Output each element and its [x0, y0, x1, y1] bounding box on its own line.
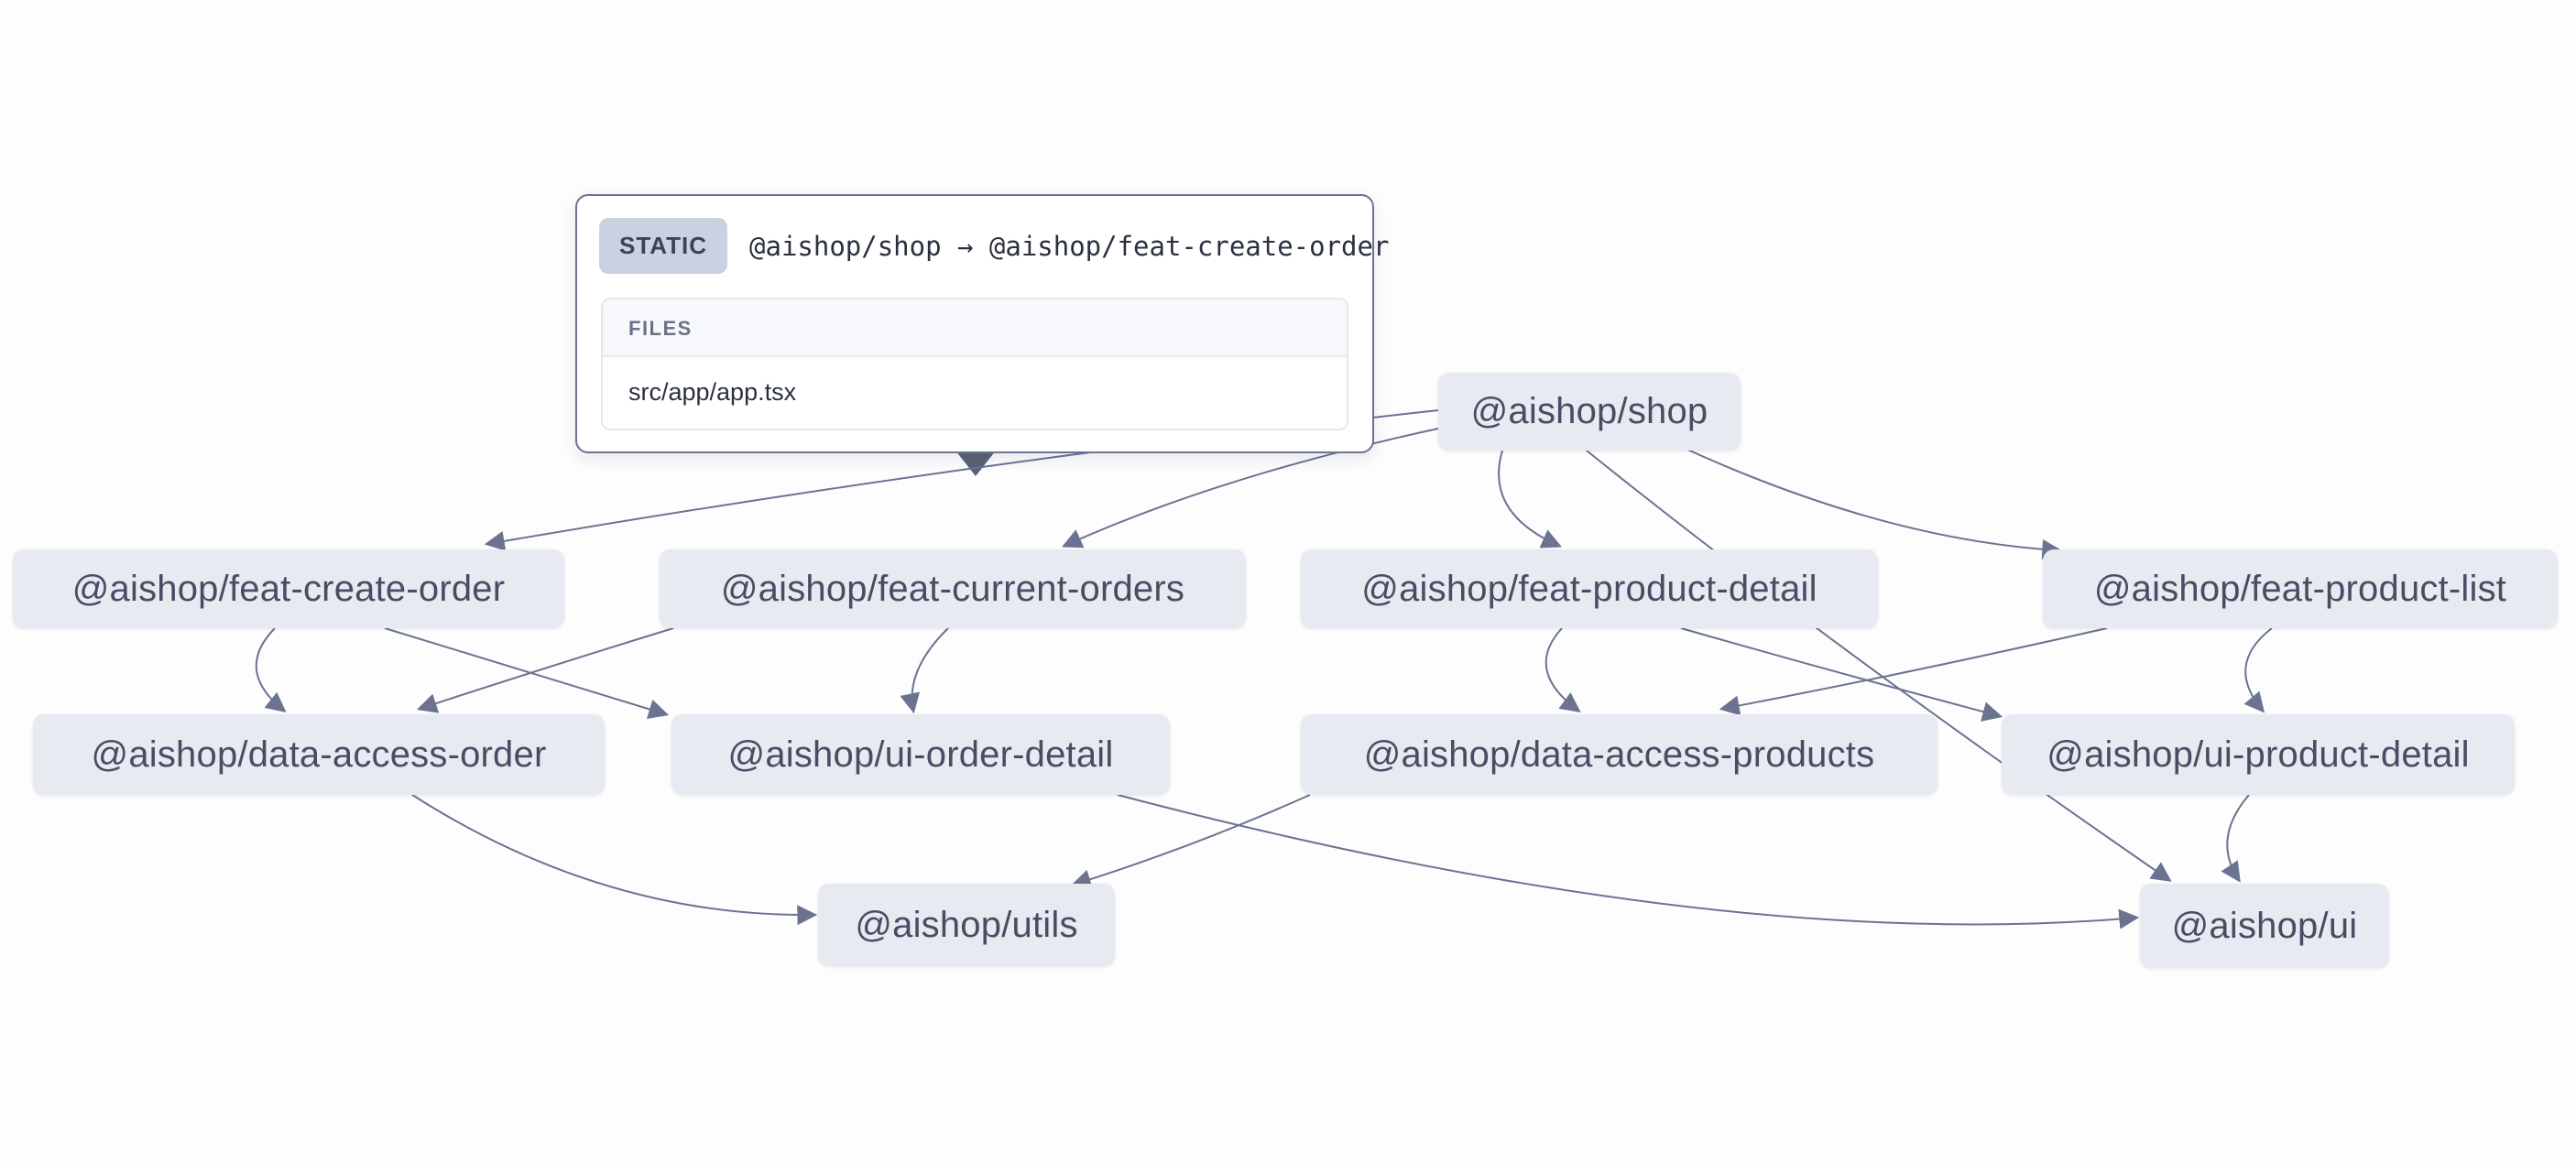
- edge-feat-product-detail-to-data-access-products[interactable]: [1545, 627, 1581, 712]
- edge-ui-order-detail-to-ui[interactable]: [1117, 794, 2140, 929]
- files-list: src/app/app.tsx: [603, 357, 1347, 429]
- edge-tooltip: STATIC @aishop/shop → @aishop/feat-creat…: [575, 194, 1389, 453]
- edge-label-text: @aishop/shop → @aishop/feat-create-order: [749, 230, 1390, 262]
- files-panel-header: FILES: [603, 299, 1347, 357]
- graph-node-ui-order-detail[interactable]: @aishop/ui-order-detail: [671, 714, 1170, 795]
- graph-node-ui-product-detail[interactable]: @aishop/ui-product-detail: [2002, 714, 2515, 795]
- edge-shop-to-feat-product-list[interactable]: [1685, 448, 2063, 560]
- graph-node-ui[interactable]: @aishop/ui: [2140, 884, 2389, 968]
- edge-feat-product-detail-to-ui-product-detail[interactable]: [1680, 627, 2003, 722]
- edge-data-access-order-to-utils[interactable]: [411, 794, 818, 926]
- edge-feat-create-order-to-ui-order-detail[interactable]: [384, 627, 670, 719]
- edge-feat-current-orders-to-data-access-order[interactable]: [416, 627, 674, 713]
- graph-node-data-access-products[interactable]: @aishop/data-access-products: [1301, 714, 1937, 795]
- graph-node-utils[interactable]: @aishop/utils: [818, 884, 1115, 966]
- file-row: src/app/app.tsx: [603, 357, 1347, 429]
- edge-feat-create-order-to-data-access-order[interactable]: [255, 627, 287, 713]
- edge-ui-product-detail-to-ui[interactable]: [2221, 794, 2250, 883]
- edge-shop-to-ui[interactable]: [1586, 450, 2172, 882]
- tooltip-header: STATIC @aishop/shop → @aishop/feat-creat…: [577, 196, 1389, 274]
- edge-type-badge: STATIC: [599, 218, 728, 274]
- graph-node-feat-product-list[interactable]: @aishop/feat-product-list: [2043, 549, 2558, 628]
- graph-node-shop[interactable]: @aishop/shop: [1438, 373, 1741, 451]
- edge-data-access-products-to-utils[interactable]: [1070, 794, 1311, 889]
- edge-shop-to-feat-product-detail[interactable]: [1498, 450, 1563, 549]
- graph-node-feat-current-orders[interactable]: @aishop/feat-current-orders: [660, 549, 1246, 628]
- edge-shop-to-feat-current-orders[interactable]: [1061, 428, 1439, 549]
- graph-node-data-access-order[interactable]: @aishop/data-access-order: [33, 714, 605, 795]
- edge-feat-product-list-to-data-access-products[interactable]: [1719, 627, 2108, 716]
- graph-node-feat-product-detail[interactable]: @aishop/feat-product-detail: [1301, 549, 1878, 628]
- edge-feat-product-list-to-ui-product-detail[interactable]: [2243, 627, 2273, 713]
- tooltip-pointer-icon: [955, 451, 996, 476]
- files-panel: FILES src/app/app.tsx: [601, 298, 1348, 430]
- graph-node-feat-create-order[interactable]: @aishop/feat-create-order: [13, 549, 564, 628]
- edge-feat-current-orders-to-ui-order-detail[interactable]: [900, 627, 949, 714]
